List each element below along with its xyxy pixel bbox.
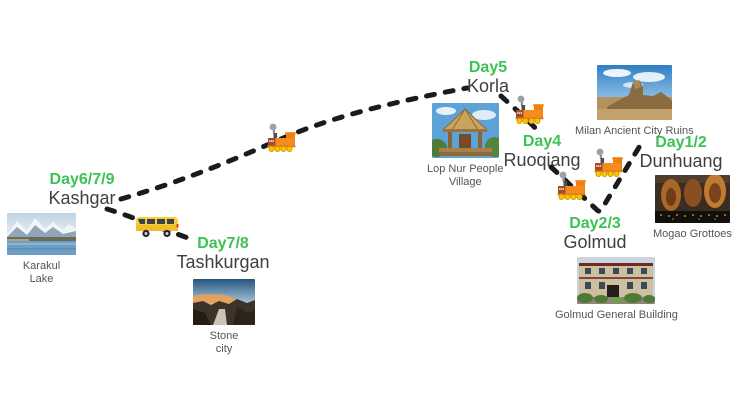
day-label-tashkurgan: Day7/8 [197,235,249,252]
photo-caption: Milan Ancient City Ruins [575,125,694,137]
stop-korla: Day5 Korla [466,59,510,97]
karakul-lake-image [7,213,76,255]
stone-city-image [193,279,255,325]
steam-locomotive-icon-korla-ruoqiang [515,95,544,124]
day-label-kashgar: Day6/7/9 [49,171,115,188]
city-name-dunhuang: Dunhuang [639,151,723,171]
route-ruoqiang-golmud-dunhuang [548,136,647,214]
photo-caption: Golmud General Building [555,309,678,321]
photo-lop-nur-village: Lop Nur People Village [427,103,503,189]
photo-milan-ruins: Milan Ancient City Ruins [575,65,694,138]
photo-mogao-grottoes: Mogao Grottoes [653,175,732,241]
photo-caption: Lake [29,273,54,285]
photo-caption: city [215,343,233,355]
city-name-korla: Korla [466,76,510,96]
day-label-golmud: Day2/3 [569,215,621,232]
photo-stone-city: Stone city [193,279,255,356]
photo-caption: Stone [209,330,239,342]
lop-nur-village-image [431,103,499,158]
steam-locomotive-icon-ruoqiang-golmud [557,171,586,200]
minibus-icon-kashgar-tashkurgan [136,217,179,238]
stop-golmud: Day2/3 Golmud [563,215,627,253]
photo-caption: Village [448,176,482,188]
stop-dunhuang: Day1/2 Dunhuang [639,134,723,172]
city-name-ruoqiang: Ruoqiang [503,150,581,170]
photo-golmud-building: Golmud General Building [555,257,678,322]
golmud-building-image [577,257,656,304]
city-name-golmud: Golmud [563,232,627,252]
day-label-ruoqiang: Day4 [522,133,562,150]
stop-ruoqiang: Day4 Ruoqiang [503,133,581,171]
photo-caption: Karakul [22,260,61,272]
photo-caption: Lop Nur People [427,163,504,175]
steam-locomotive-icon-golmud-dunhuang [594,148,623,177]
day-label-korla: Day5 [468,59,508,76]
photo-caption: Mogao Grottoes [653,228,732,240]
stop-kashgar: Day6/7/9 Kashgar [48,171,116,209]
mogao-grottoes-image [654,175,730,223]
milan-ruins-image [596,65,672,120]
stop-tashkurgan: Day7/8 Tashkurgan [176,235,270,273]
photo-karakul-lake: Karakul Lake [7,213,76,286]
city-name-tashkurgan: Tashkurgan [176,252,270,272]
day-label-dunhuang: Day1/2 [655,134,707,151]
city-name-kashgar: Kashgar [48,188,116,208]
steam-locomotive-icon-kashgar-korla [267,123,296,152]
